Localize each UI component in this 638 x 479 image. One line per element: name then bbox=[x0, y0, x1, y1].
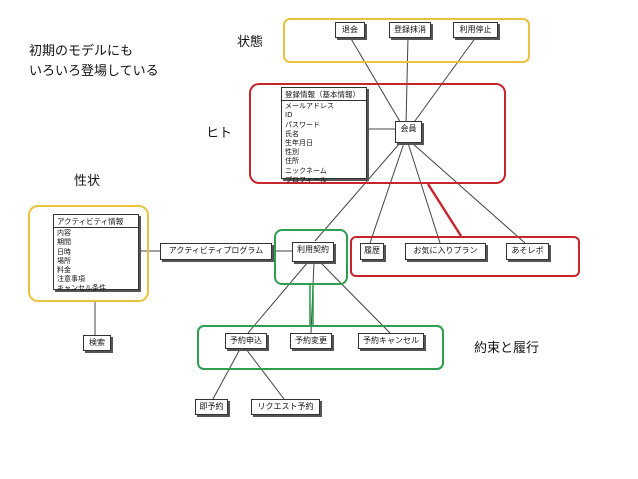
field-item: 期間 bbox=[57, 238, 71, 247]
entity-touroku-fields: メールアドレス ID パスワード 氏名 生年月日 性別 住所 ニックネーム プロ… bbox=[282, 102, 366, 185]
field-item: キャンセル条件 bbox=[57, 284, 106, 293]
field-item: 氏名 bbox=[285, 129, 299, 138]
node-soku-yoyaku-label: 即予約 bbox=[199, 402, 224, 411]
node-asobi-report: あそレポ bbox=[506, 243, 549, 260]
entity-activity-fields: 内容 期間 日時 場所 料金 注意事項 キャンセル条件 bbox=[54, 229, 138, 293]
edge-moushikomi-soku bbox=[212, 348, 241, 400]
field-item: 内容 bbox=[57, 229, 71, 238]
edge-toroku-kaiin bbox=[405, 36, 409, 126]
field-item: パスワード bbox=[285, 120, 320, 129]
field-item: 性別 bbox=[285, 148, 299, 157]
entity-touroku-title: 登録情報（基本情報） bbox=[282, 88, 366, 102]
history-group-frame bbox=[350, 236, 580, 277]
node-okiniiri-plan-label: お気に入りプラン bbox=[413, 246, 478, 255]
node-taikai: 退会 bbox=[335, 22, 365, 38]
node-riyou-teishi: 利用停止 bbox=[453, 22, 498, 38]
edge-moushikomi-request bbox=[245, 348, 285, 400]
entity-activity-jouhou: アクティビティ情報 内容 期間 日時 場所 料金 注意事項 キャンセル条件 bbox=[53, 214, 139, 293]
field-item: 生年月日 bbox=[285, 139, 313, 148]
reservation-group-frame bbox=[197, 325, 444, 370]
node-okiniiri-plan: お気に入りプラン bbox=[405, 243, 486, 260]
label-promise: 約束と履行 bbox=[474, 341, 540, 356]
node-riyou-keiyaku-label: 利用契約 bbox=[297, 245, 329, 254]
node-rireki-label: 履歴 bbox=[364, 246, 380, 255]
node-yoyaku-cancel-label: 予約キャンセル bbox=[363, 336, 419, 345]
field-item: ニックネーム bbox=[285, 166, 327, 175]
label-status: 状態 bbox=[237, 35, 264, 50]
field-item: 場所 bbox=[57, 256, 71, 265]
field-item: メールアドレス bbox=[285, 102, 334, 111]
node-rireki: 履歴 bbox=[360, 243, 384, 260]
nature-group-frame bbox=[28, 205, 149, 302]
edge-keiyaku-cancel bbox=[319, 261, 391, 334]
note-text-line2: いろいろ登場している bbox=[29, 64, 159, 79]
field-item: 料金 bbox=[57, 266, 71, 275]
node-activity-program: アクティビティプログラム bbox=[160, 243, 272, 260]
entity-touroku-jouhou: 登録情報（基本情報） メールアドレス ID パスワード 氏名 生年月日 性別 住… bbox=[281, 87, 367, 184]
node-request-yoyaku: リクエスト予約 bbox=[251, 399, 320, 415]
node-soku-yoyaku: 即予約 bbox=[195, 399, 228, 415]
entity-activity-title: アクティビティ情報 bbox=[54, 215, 138, 229]
edge-keiyaku-moushikomi bbox=[247, 261, 309, 334]
node-yoyaku-cancel: 予約キャンセル bbox=[358, 333, 424, 349]
field-item: 日時 bbox=[57, 247, 71, 256]
node-taikai-label: 退会 bbox=[342, 25, 358, 34]
node-yoyaku-henkou: 予約変更 bbox=[290, 333, 332, 349]
node-toroku-massho: 登録抹消 bbox=[389, 22, 431, 38]
node-yoyaku-henkou-label: 予約変更 bbox=[295, 336, 327, 345]
field-item: ID bbox=[285, 111, 293, 120]
status-group-frame bbox=[283, 18, 530, 63]
edge-teishi-kaiin bbox=[411, 36, 477, 126]
field-item: 住所 bbox=[285, 157, 299, 166]
node-kensaku: 検索 bbox=[83, 335, 111, 351]
edge-kaiin-rireki bbox=[369, 142, 405, 244]
field-item: 注意事項 bbox=[57, 275, 85, 284]
node-toroku-massho-label: 登録抹消 bbox=[394, 25, 426, 34]
node-activity-program-label: アクティビティプログラム bbox=[168, 246, 264, 255]
edge-kaiin-keiyaku bbox=[314, 142, 401, 242]
node-riyou-keiyaku: 利用契約 bbox=[292, 242, 334, 262]
node-asobi-report-label: あそレポ bbox=[511, 246, 544, 255]
label-person: ヒト bbox=[206, 126, 233, 141]
node-riyou-teishi-label: 利用停止 bbox=[459, 25, 492, 34]
edge-taikai-kaiin bbox=[349, 36, 403, 126]
node-kaiin: 会員 bbox=[395, 121, 422, 143]
contract-group-frame bbox=[274, 229, 348, 285]
link-red bbox=[426, 183, 463, 237]
edge-kaiin-okiniiri bbox=[407, 142, 441, 244]
node-kaiin-label: 会員 bbox=[400, 124, 417, 133]
note-text-line1: 初期のモデルにも bbox=[29, 44, 134, 59]
field-item: プロフィール bbox=[285, 175, 327, 184]
edge-kaiin-asore bbox=[411, 142, 526, 244]
node-kensaku-label: 検索 bbox=[89, 338, 105, 347]
label-nature: 性状 bbox=[74, 174, 101, 189]
node-request-yoyaku-label: リクエスト予約 bbox=[257, 402, 314, 411]
node-yoyaku-moushikomi: 予約申込 bbox=[225, 333, 267, 349]
node-yoyaku-moushikomi-label: 予約申込 bbox=[230, 336, 262, 345]
person-group-frame bbox=[249, 83, 506, 184]
